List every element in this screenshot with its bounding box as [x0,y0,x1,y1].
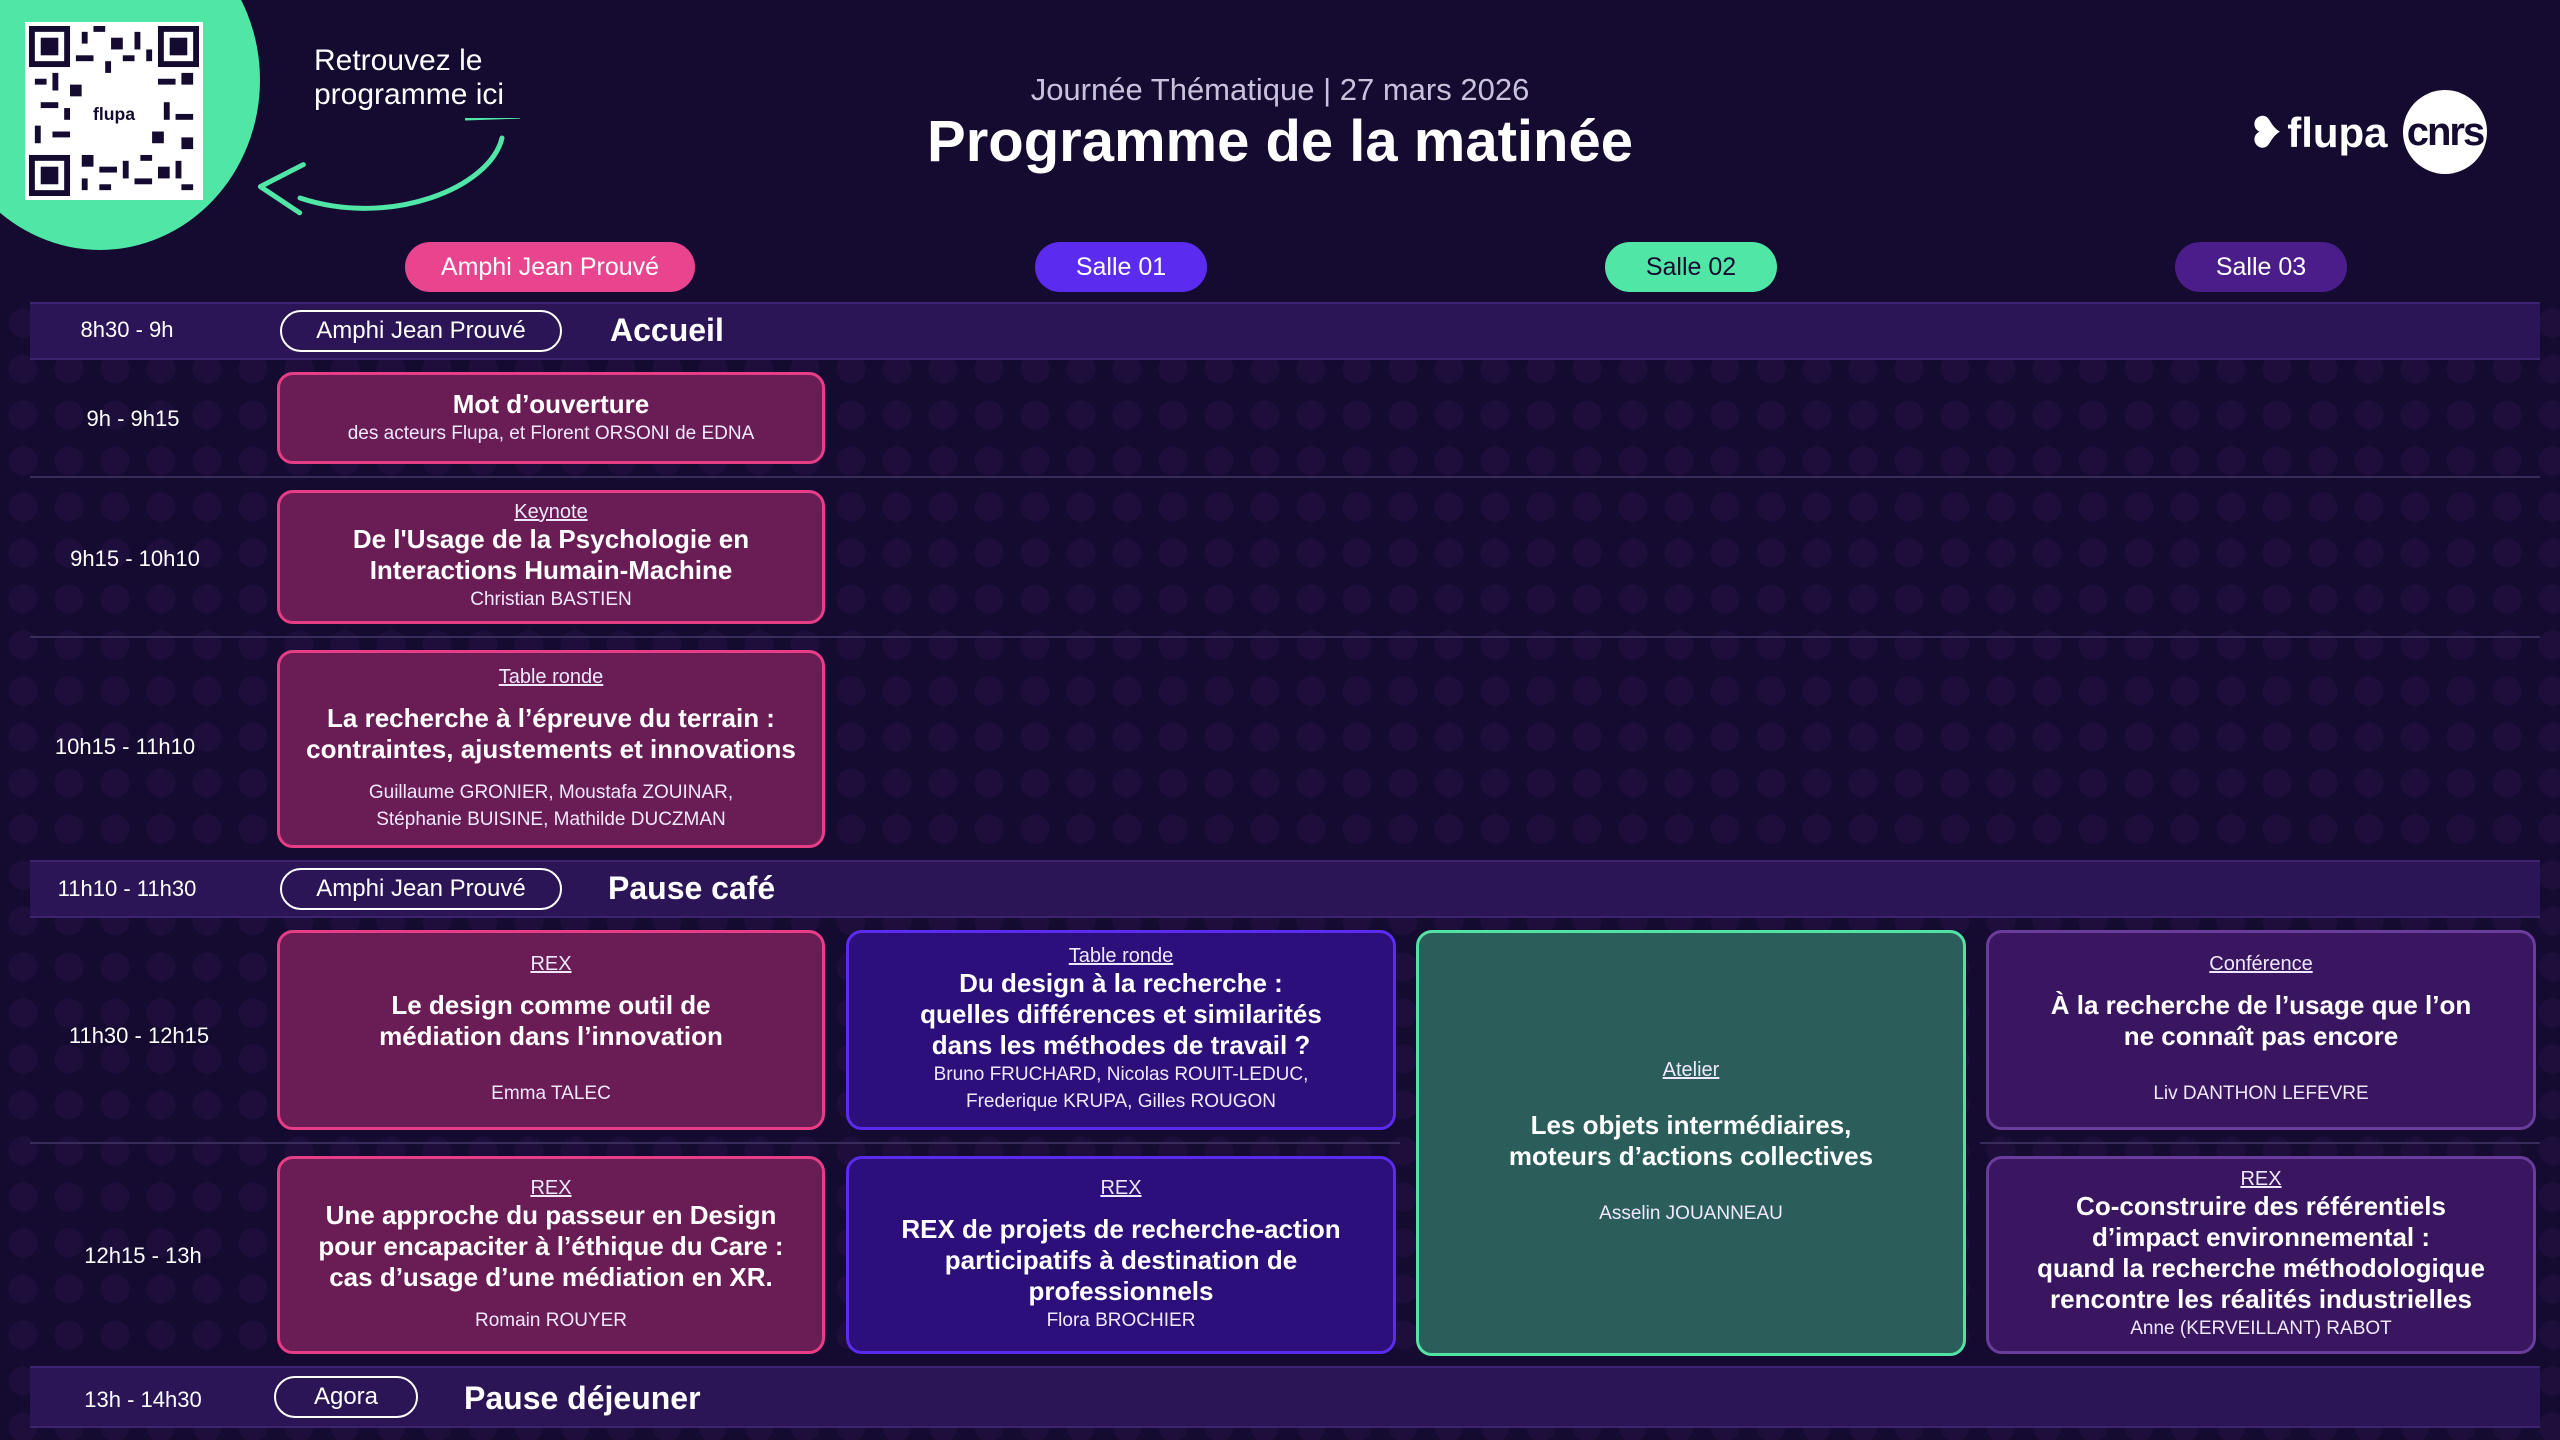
separator [1980,1142,2540,1144]
cnrs-logo: cnrs [2403,90,2487,174]
card-kind: Table ronde [1068,945,1174,967]
promo-text: Retrouvez le programme ici [314,44,534,112]
room-salle02: Salle 02 [1605,242,1777,292]
time-accueil: 8h30 - 9h [80,317,174,342]
card-speakers: Emma TALEC [491,1083,611,1104]
room-badge-dejeuner: Agora [274,1376,418,1418]
card-kind: Table ronde [498,665,604,688]
card-title-l2: d’impact environnemental : [2091,1222,2431,1252]
flupa-logo-text: flupa [2287,109,2388,156]
flupa-leaf-icon: ❥ [2248,109,2284,156]
card-s2-amphi[interactable]: REX Une approche du passeur en Design po… [277,1156,825,1354]
card-speakers-l2: Stéphanie BUISINE, Mathilde DUCZMAN [376,808,726,830]
card-title-l1: Co-construire des référentiels [2076,1191,2446,1221]
card-speakers: Romain ROUYER [474,1309,628,1331]
separator [30,1142,1400,1144]
card-title-l1: Une approche du passeur en Design [325,1199,777,1230]
time-table1: 10h15 - 11h10 [54,734,196,759]
separator [30,476,2540,478]
card-s2-salle01[interactable]: REX REX de projets de recherche-action p… [846,1156,1396,1354]
card-title-l1: La recherche à l’épreuve du terrain : [327,702,775,733]
curved-arrow-icon [257,118,520,216]
card-title: Mot d’ouverture [452,389,650,419]
time-slot2: 12h15 - 13h [84,1243,202,1268]
card-title-l2: contraintes, ajustements et innovations [306,733,796,764]
card-speakers-l1: Bruno FRUCHARD, Nicolas ROUIT-LEDUC, [933,1064,1309,1085]
card-speakers-l2: Frederique KRUPA, Gilles ROUGON [965,1091,1277,1112]
time-ouverture: 9h - 9h15 [86,406,180,431]
qr-code-image: flupa [29,26,199,196]
card-speakers: des acteurs Flupa, et Florent ORSONI de … [347,423,755,444]
qr-code[interactable]: flupa [25,22,203,200]
page-subtitle: Journée Thématique | 27 mars 2026 [1030,72,1530,107]
card-speakers-l1: Guillaume GRONIER, Moustafa ZOUINAR, [368,781,734,803]
card-speakers: Liv DANTHON LEFEVRE [2153,1083,2369,1104]
card-s2-salle03[interactable]: REX Co-construire des référentiels d’imp… [1986,1156,2536,1354]
card-title-l3: professionnels [1028,1275,1214,1306]
time-keynote: 9h15 - 10h10 [70,546,200,571]
title-pause-dejeuner: Pause déjeuner [464,1380,701,1416]
card-title-l2: quelles différences et similarités [920,999,1322,1029]
card-speakers: Anne (KERVEILLANT) RABOT [2130,1318,2392,1339]
room-badge-accueil: Amphi Jean Prouvé [280,310,562,352]
card-title-l1: Le design comme outil de [391,990,711,1020]
flupa-logo: ❥flupa [2248,108,2388,157]
card-s1-salle03[interactable]: Conférence À la recherche de l’usage que… [1986,930,2536,1130]
card-title-l1: De l'Usage de la Psychologie en [352,524,750,554]
title-pause-cafe: Pause café [608,870,776,906]
room-badge-pause-cafe: Amphi Jean Prouvé [280,868,562,910]
card-kind: Keynote [514,501,588,523]
card-title-l3: cas d’usage d’une médiation en XR. [329,1261,773,1292]
separator [30,636,2540,638]
card-ouverture[interactable]: Mot d’ouverture des acteurs Flupa, et Fl… [277,372,825,464]
card-title-l1: REX de projets de recherche-action [901,1213,1341,1244]
promo-text-label: Retrouvez le programme ici [314,44,505,111]
row-pause-dejeuner [30,1366,2540,1428]
qr-label: flupa [93,104,135,124]
card-table-ronde-1[interactable]: Table ronde La recherche à l’épreuve du … [277,650,825,848]
card-title-l2: médiation dans l’innovation [379,1021,723,1051]
card-kind: REX [530,1176,572,1199]
card-speakers: Christian BASTIEN [470,589,632,610]
card-title-l3: dans les méthodes de travail ? [931,1030,1311,1060]
title-accueil: Accueil [610,312,724,348]
card-title-l2: ne connaît pas encore [2123,1021,2399,1051]
time-pause-cafe: 11h10 - 11h30 [57,876,197,901]
card-title-l2: participatifs à destination de [944,1244,1298,1275]
room-salle03: Salle 03 [2175,242,2347,292]
card-speakers: Flora BROCHIER [1046,1309,1196,1331]
card-speakers: Asselin JOUANNEAU [1599,1203,1783,1224]
card-title-l2: moteurs d’actions collectives [1508,1141,1874,1171]
card-kind: Conférence [2209,953,2313,975]
card-title-l3: quand la recherche méthodologique [2037,1253,2485,1283]
time-pause-dejeuner: 13h - 14h30 [84,1387,202,1412]
card-s1-salle02[interactable]: Atelier Les objets intermédiaires, moteu… [1416,930,1966,1356]
card-title-l1: À la recherche de l’usage que l’on [2050,990,2472,1020]
card-kind: Atelier [1662,1059,1720,1081]
page-title: Programme de la matinée [927,109,1633,174]
card-s1-amphi[interactable]: REX Le design comme outil de médiation d… [277,930,825,1130]
card-title-l2: Interactions Humain-Machine [369,555,733,585]
card-keynote[interactable]: Keynote De l'Usage de la Psychologie en … [277,490,825,624]
card-title-l2: pour encapaciter à l’éthique du Care : [318,1230,784,1261]
card-kind: REX [530,953,572,975]
room-amphi: Amphi Jean Prouvé [405,242,695,292]
card-title-l1: Les objets intermédiaires, [1530,1110,1852,1140]
card-kind: REX [1100,1176,1142,1199]
card-kind: REX [2240,1168,2282,1190]
card-title-l1: Du design à la recherche : [959,968,1283,998]
card-s1-salle01[interactable]: Table ronde Du design à la recherche : q… [846,930,1396,1130]
time-slot1: 11h30 - 12h15 [68,1023,210,1048]
card-title-l4: rencontre les réalités industrielles [2050,1284,2472,1314]
room-salle01: Salle 01 [1035,242,1207,292]
